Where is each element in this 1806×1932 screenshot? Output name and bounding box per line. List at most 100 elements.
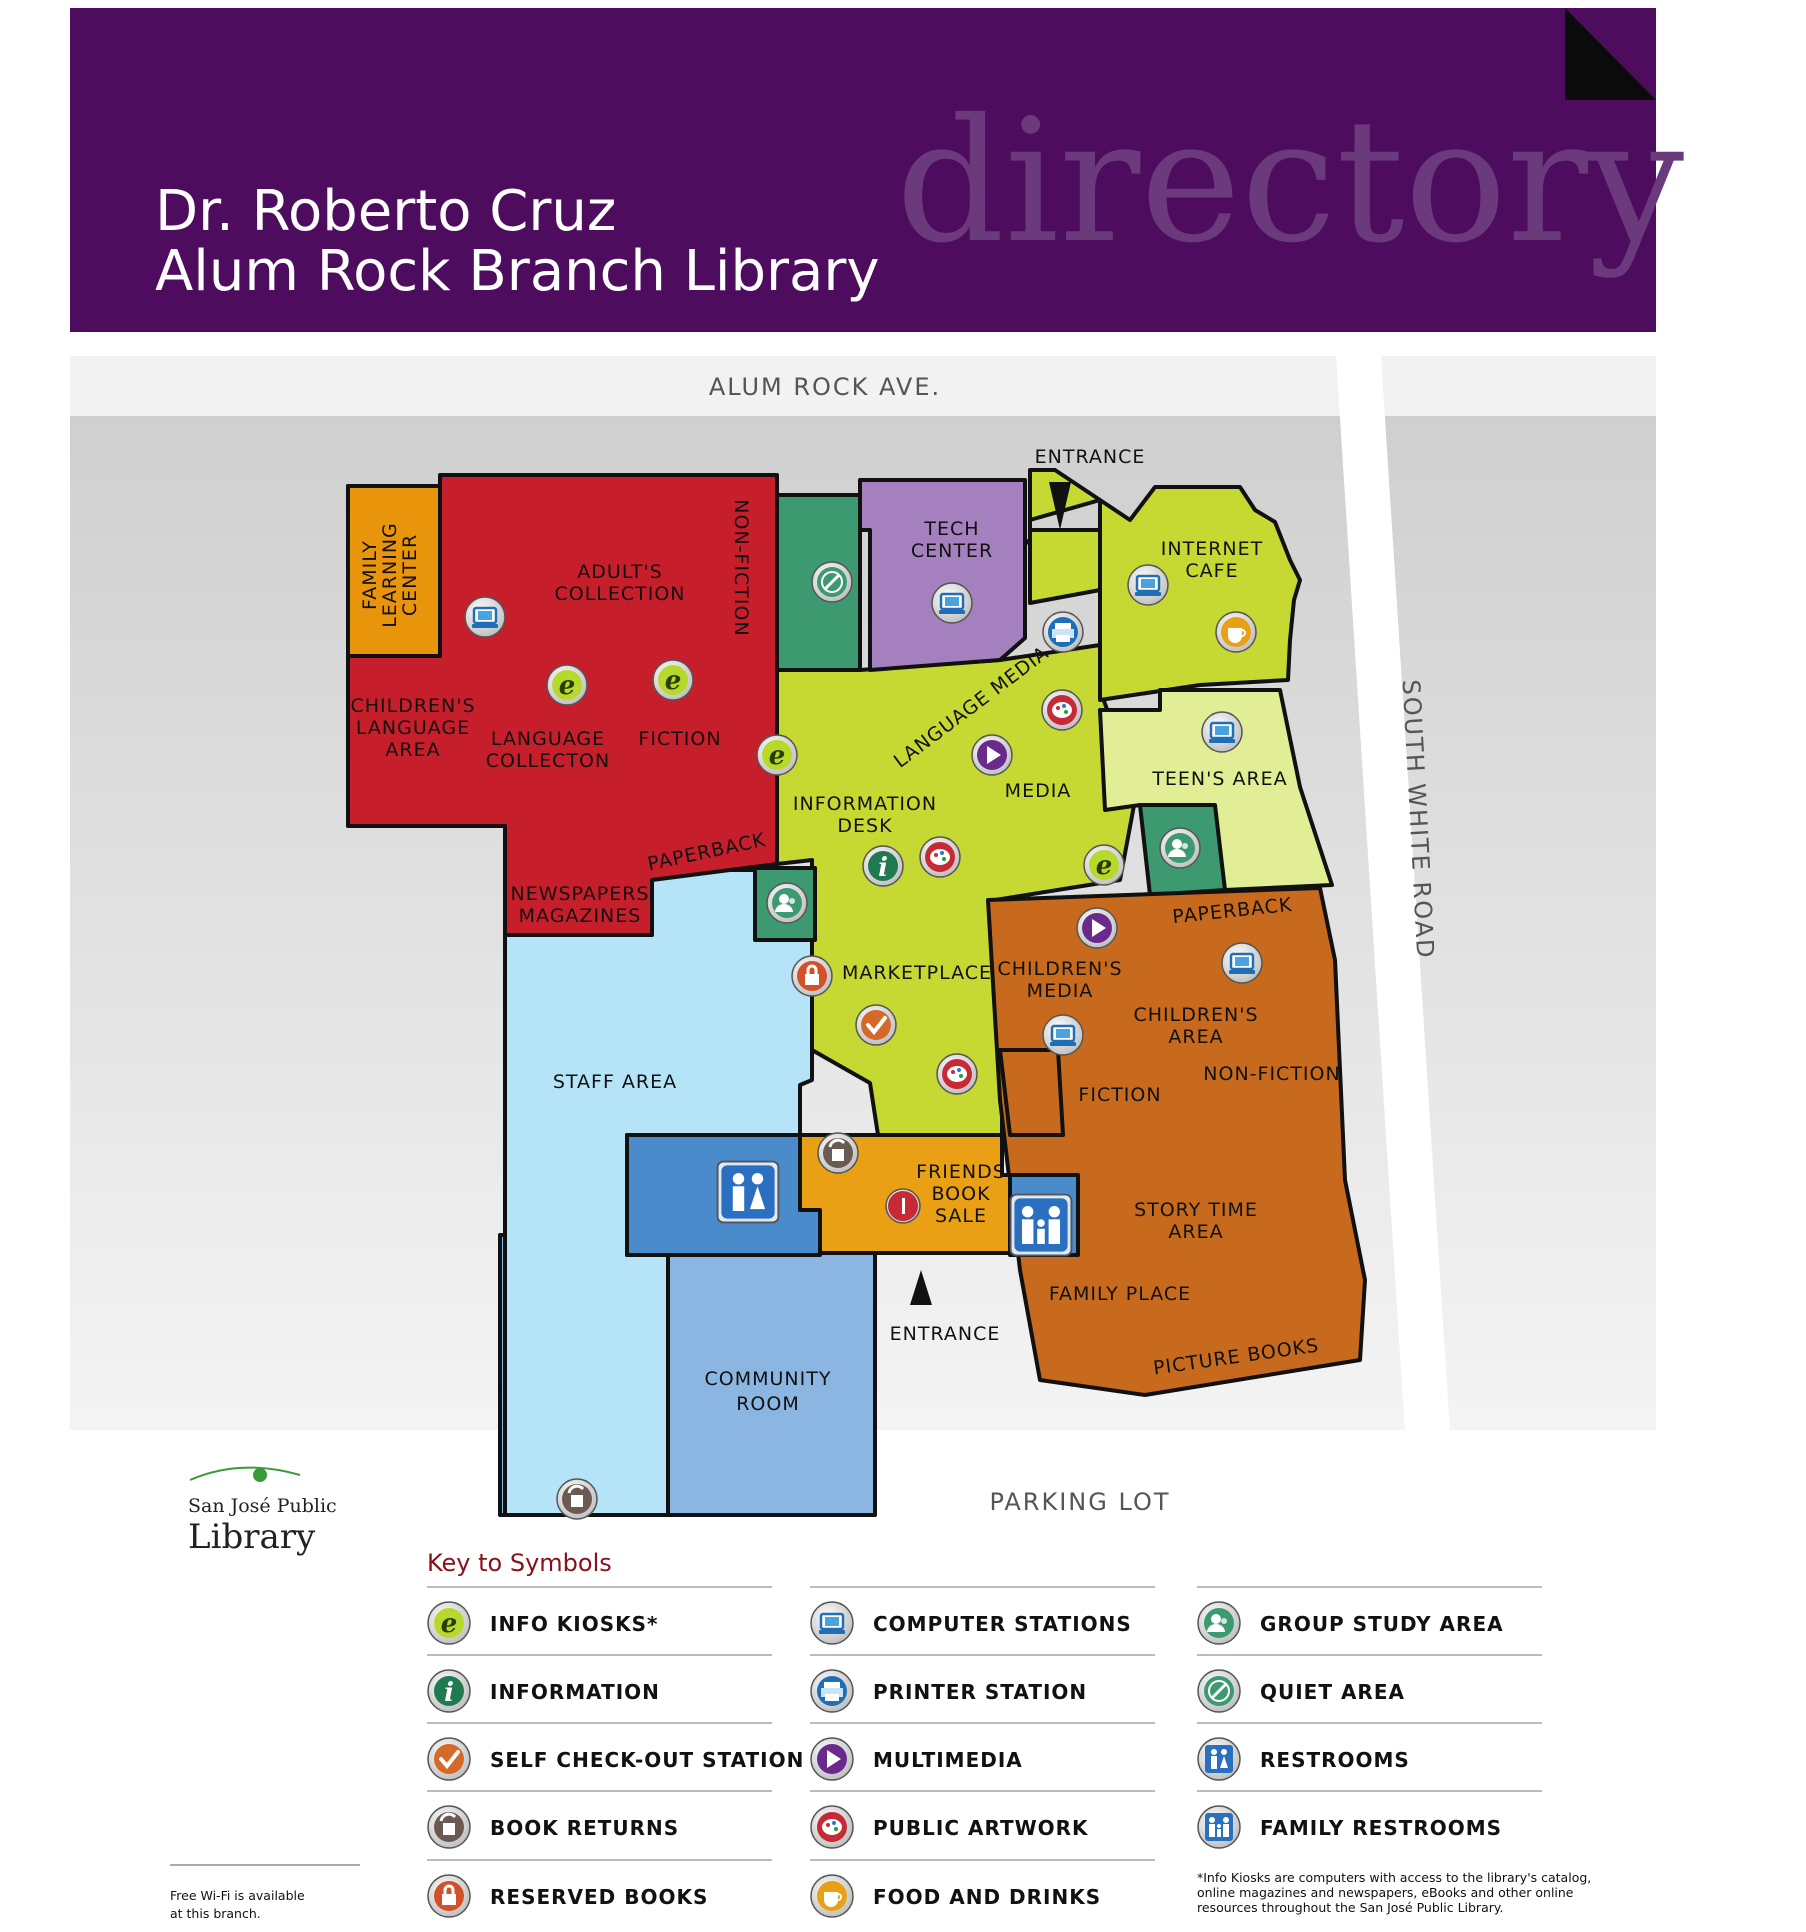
computer-icon — [1201, 711, 1243, 753]
computer-icon — [1127, 564, 1169, 606]
key-item-info-kiosk: INFO KIOSKS* — [427, 1586, 772, 1645]
family-learning-label-3: CENTER — [399, 534, 421, 616]
key-to-symbols: Key to Symbols INFO KIOSKS* INFORMATION SE… — [427, 1549, 1591, 1918]
book-return-icon — [556, 1478, 598, 1520]
key-label: INFORMATION — [490, 1680, 660, 1704]
map-symbols — [464, 561, 1263, 1520]
library-name-line1: Dr. Roberto Cruz — [155, 179, 616, 244]
printer-icon — [1042, 611, 1084, 653]
book-return-icon — [427, 1805, 471, 1849]
family-learning-label-1: FAMILY — [359, 540, 381, 610]
header-banner: directory Dr. Roberto Cruz Alum Rock Bra… — [70, 8, 1684, 332]
self-checkout-icon — [427, 1737, 471, 1781]
quiet-area-icon — [811, 561, 853, 603]
entrance-vestibule — [1028, 528, 1102, 605]
language-collection-label-1: LANGUAGE — [491, 728, 605, 750]
childrens-fiction-label: FICTION — [1078, 1084, 1161, 1106]
food-icon — [1215, 611, 1257, 653]
book-sale-label-2: BOOK — [931, 1183, 990, 1205]
key-title: Key to Symbols — [427, 1549, 612, 1577]
key-label: GROUP STUDY AREA — [1260, 1612, 1504, 1636]
computer-icon — [931, 582, 973, 624]
information-icon — [862, 845, 904, 887]
key-item-family-restroom: FAMILY RESTROOMS — [1197, 1790, 1542, 1849]
key-label: COMPUTER STATIONS — [873, 1612, 1132, 1636]
information-desk-label-1: INFORMATION — [793, 793, 937, 815]
north-entrance-arrow — [1049, 482, 1071, 530]
directory-watermark: directory — [896, 83, 1684, 281]
info-kiosk-icon — [652, 659, 694, 701]
family-restroom-icon — [1009, 1193, 1073, 1257]
family-learning-label-2: LEARNING — [379, 522, 401, 628]
north-entrance-label: ENTRANCE — [1035, 446, 1146, 468]
language-collection-label-2: COLLECTON — [486, 750, 610, 772]
tech-center-label-2: CENTER — [911, 540, 993, 562]
family-learning-center — [346, 484, 442, 658]
computer-icon — [810, 1601, 854, 1645]
teens-area-label: TEEN'S AREA — [1151, 768, 1287, 790]
key-label: PRINTER STATION — [873, 1680, 1087, 1704]
community-room-label-1: COMMUNITY — [705, 1368, 832, 1390]
family-restroom-icon — [1197, 1805, 1241, 1849]
childrens-language-label-3: AREA — [385, 739, 440, 761]
childrens-fiction-stacks — [998, 1048, 1065, 1137]
adult-fiction-label: FICTION — [638, 728, 721, 750]
key-item-artwork: PUBLIC ARTWORK — [810, 1790, 1155, 1849]
book-return-icon — [817, 1132, 859, 1174]
childrens-non-fiction-label: NON-FICTION — [1203, 1063, 1340, 1085]
artwork-icon — [1041, 689, 1083, 731]
internet-cafe-label-1: INTERNET — [1161, 538, 1263, 560]
information-icon — [427, 1669, 471, 1713]
community-room-label-2: ROOM — [736, 1393, 800, 1415]
food-icon — [810, 1874, 854, 1918]
wifi-note-line2: at this branch. — [170, 1906, 261, 1921]
key-item-reserved-books: RESERVED BOOKS — [427, 1859, 772, 1918]
group-study-icon — [1159, 827, 1201, 869]
wifi-note-line1: Free Wi-Fi is available — [170, 1888, 305, 1903]
quiet-area-icon — [1197, 1669, 1241, 1713]
key-label: MULTIMEDIA — [873, 1748, 1023, 1772]
key-item-quiet-area: QUIET AREA — [1197, 1654, 1542, 1713]
south-entrance-label: ENTRANCE — [890, 1323, 1001, 1345]
childrens-language-label-1: CHILDREN'S — [350, 695, 475, 717]
story-time-label-1: STORY TIME — [1134, 1199, 1258, 1221]
folded-corner — [1565, 8, 1656, 100]
key-label: PUBLIC ARTWORK — [873, 1816, 1089, 1840]
key-label: FOOD AND DRINKS — [873, 1885, 1101, 1909]
logo-line1: San José Public — [188, 1495, 337, 1517]
key-item-computer: COMPUTER STATIONS — [810, 1586, 1155, 1645]
logo-runner — [253, 1468, 267, 1482]
story-time-label-2: AREA — [1168, 1221, 1223, 1243]
south-white-road — [1335, 340, 1455, 1510]
info-kiosk-icon — [1083, 844, 1125, 886]
key-item-food: FOOD AND DRINKS — [810, 1859, 1155, 1918]
key-footnote-line2: online magazines and newspapers, eBooks … — [1197, 1885, 1574, 1900]
key-label: RESTROOMS — [1260, 1748, 1410, 1772]
self-checkout-icon — [855, 1004, 897, 1046]
computer-icon — [1221, 942, 1263, 984]
printer-icon — [810, 1669, 854, 1713]
staff-area-label: STAFF AREA — [553, 1071, 677, 1093]
multimedia-icon — [810, 1737, 854, 1781]
key-item-self-checkout: SELF CHECK-OUT STATION — [427, 1722, 804, 1781]
childrens-area-label-1: CHILDREN'S — [1133, 1004, 1258, 1026]
library-name-line2: Alum Rock Branch Library — [155, 239, 880, 304]
info-kiosk-icon — [427, 1601, 471, 1645]
key-label: INFO KIOSKS* — [490, 1612, 659, 1636]
book-sale-label-3: SALE — [935, 1205, 987, 1227]
artwork-icon — [810, 1805, 854, 1849]
key-item-printer: PRINTER STATION — [810, 1654, 1155, 1713]
key-item-information: INFORMATION — [427, 1654, 772, 1713]
teens-area — [1098, 688, 1334, 892]
adults-collection-label-1: ADULT'S — [577, 561, 662, 583]
multimedia-icon — [971, 734, 1013, 776]
reserved-books-icon — [427, 1874, 471, 1918]
key-label: SELF CHECK-OUT STATION — [490, 1748, 804, 1772]
group-study-icon — [766, 882, 808, 924]
artwork-icon — [919, 836, 961, 878]
media-label: MEDIA — [1005, 780, 1072, 802]
header-background — [70, 8, 1656, 332]
key-item-group-study: GROUP STUDY AREA — [1197, 1586, 1542, 1645]
key-footnote-line3: resources throughout the San José Public… — [1197, 1900, 1503, 1915]
